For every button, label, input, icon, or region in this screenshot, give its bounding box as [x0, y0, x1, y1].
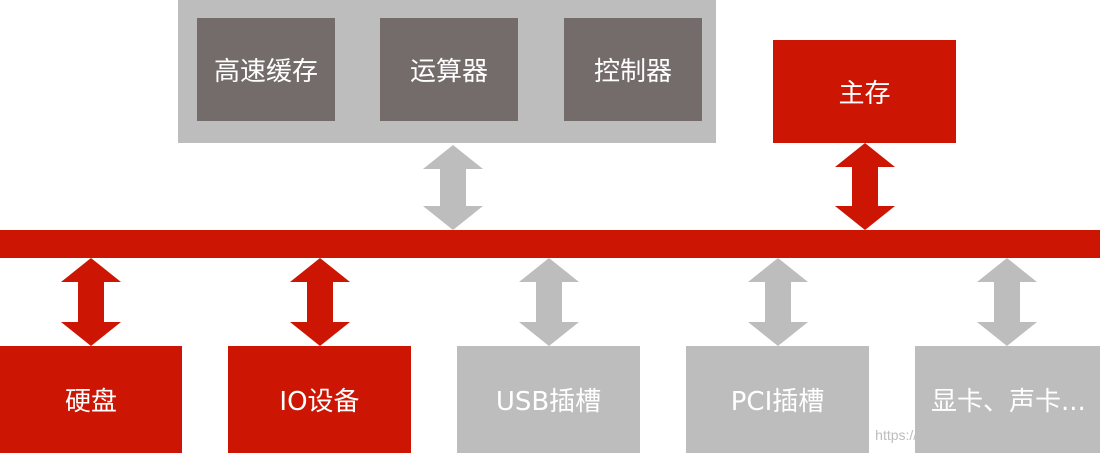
cards-bus-arrow-icon — [977, 258, 1037, 346]
graphics-sound-card-box: 显卡、声卡... — [915, 346, 1100, 453]
io-device-label: IO设备 — [279, 387, 360, 417]
pci-slot-box: PCI插槽 — [686, 346, 869, 453]
system-bus — [0, 230, 1100, 258]
disk-bus-arrow-icon — [61, 258, 121, 346]
main-memory-box: 主存 — [773, 40, 956, 143]
usb-slot-label: USB插槽 — [495, 387, 602, 417]
io-device-box: IO设备 — [228, 346, 411, 453]
hard-disk-box: 硬盘 — [0, 346, 182, 453]
control-unit-label: 控制器 — [593, 57, 672, 87]
alu-label: 运算器 — [409, 57, 488, 87]
control-unit-box: 控制器 — [564, 18, 702, 121]
graphics-sound-card-label: 显卡、声卡... — [931, 387, 1086, 417]
memory-bus-arrow-icon — [835, 143, 895, 230]
pci-slot-label: PCI插槽 — [730, 387, 825, 417]
io-bus-arrow-icon — [290, 258, 350, 346]
watermark: https://blog.csdn.net/qq_35283816 — [875, 427, 1090, 443]
usb-bus-arrow-icon — [519, 258, 579, 346]
cache-box: 高速缓存 — [197, 18, 335, 121]
cpu-bus-arrow-icon — [423, 145, 483, 230]
cache-label: 高速缓存 — [213, 57, 318, 87]
pci-bus-arrow-icon — [748, 258, 808, 346]
hard-disk-label: 硬盘 — [64, 387, 117, 417]
usb-slot-box: USB插槽 — [457, 346, 640, 453]
main-memory-label: 主存 — [838, 79, 891, 109]
alu-box: 运算器 — [380, 18, 518, 121]
